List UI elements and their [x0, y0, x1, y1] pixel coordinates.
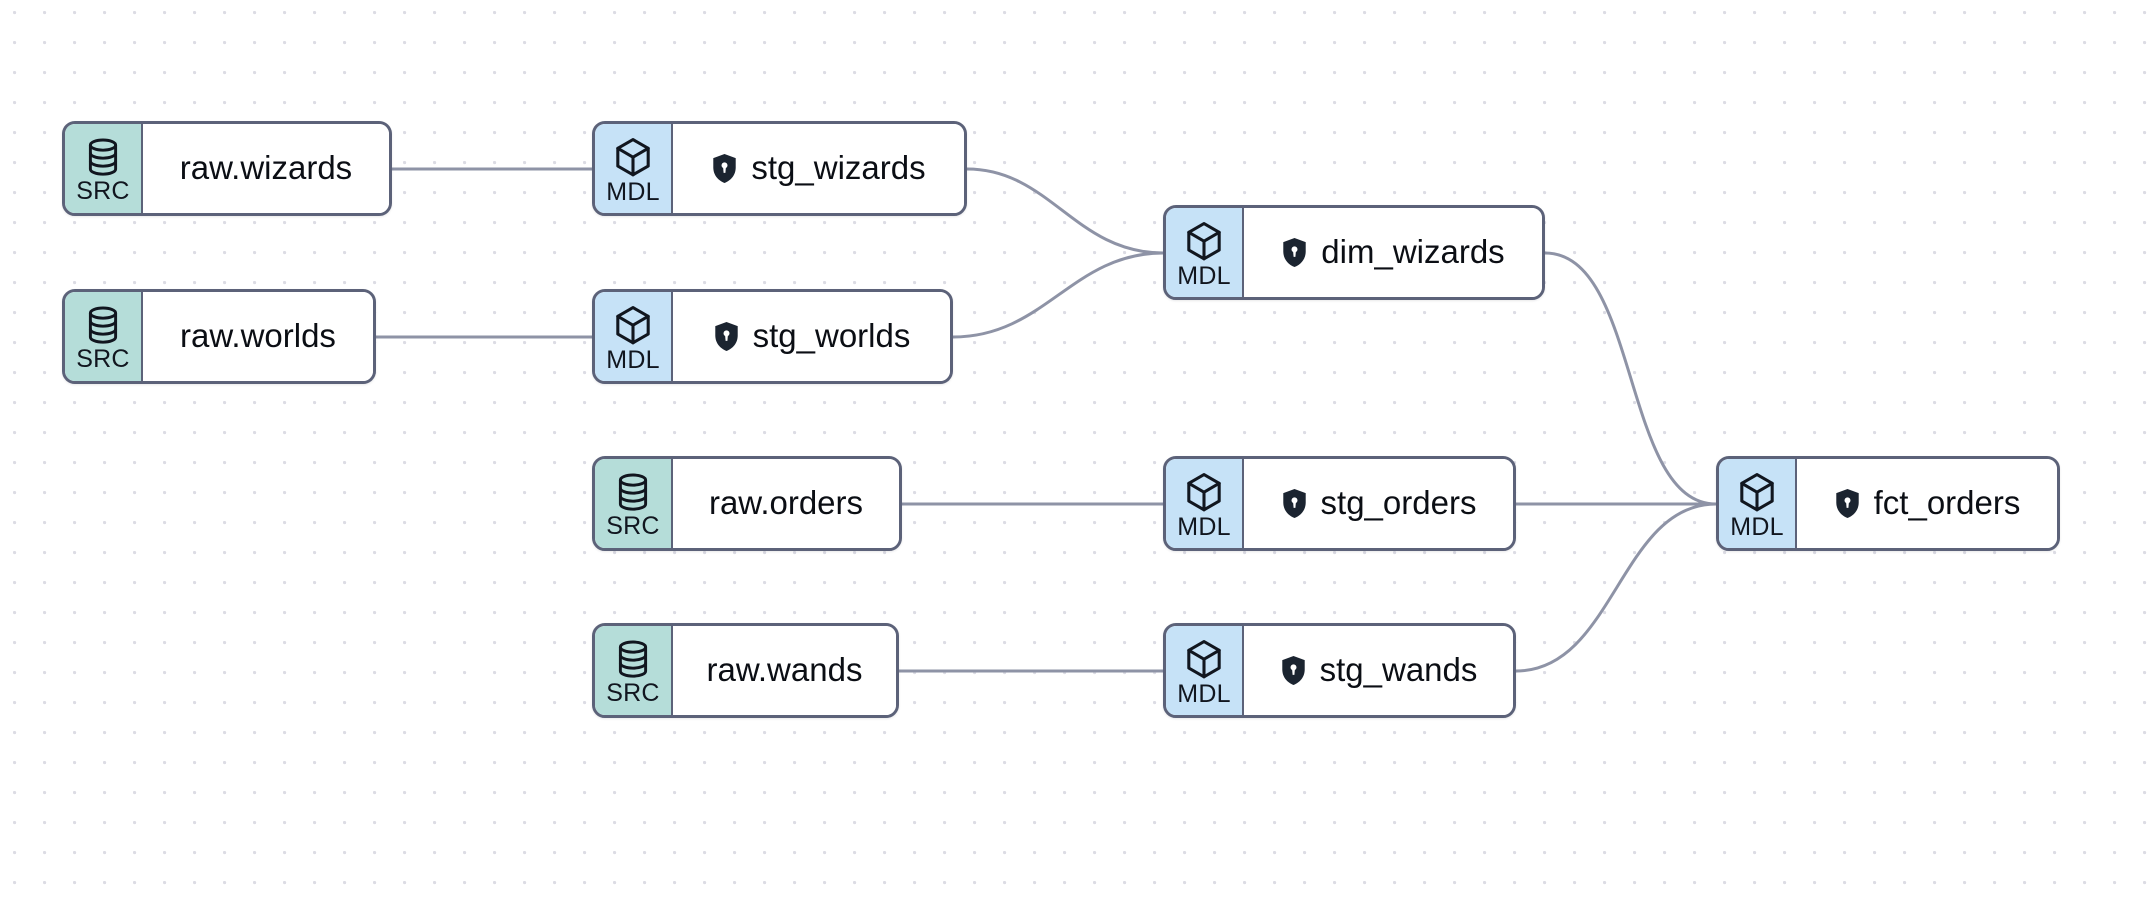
- node-body: raw.wizards: [143, 124, 389, 213]
- node-raw-worlds[interactable]: SRC raw.worlds: [62, 289, 376, 384]
- lineage-edge: [951, 251, 1165, 339]
- lineage-edge: [1514, 502, 1718, 673]
- node-body: fct_orders: [1797, 459, 2057, 548]
- node-body: stg_wizards: [673, 124, 964, 213]
- node-stg-wands[interactable]: MDL stg_wands: [1163, 623, 1516, 718]
- database-cylinder-icon: [84, 306, 122, 346]
- node-type-badge-src: SRC: [595, 459, 673, 548]
- shield-lock-icon: [1281, 488, 1308, 519]
- node-type-label: MDL: [1177, 512, 1231, 541]
- node-stg-orders[interactable]: MDL stg_orders: [1163, 456, 1516, 551]
- database-cylinder-icon: [614, 473, 652, 513]
- node-label: raw.worlds: [180, 317, 336, 355]
- node-body: stg_worlds: [673, 292, 950, 381]
- node-type-badge-src: SRC: [65, 292, 143, 381]
- node-raw-wizards[interactable]: SRC raw.wizards: [62, 121, 392, 216]
- node-type-badge-mdl: MDL: [1166, 459, 1244, 548]
- shield-lock-icon: [1834, 488, 1861, 519]
- node-body: stg_wands: [1244, 626, 1513, 715]
- node-type-label: SRC: [606, 678, 660, 707]
- node-type-label: SRC: [76, 176, 130, 205]
- node-type-badge-mdl: MDL: [1166, 208, 1244, 297]
- shield-lock-icon: [711, 153, 738, 184]
- node-type-badge-mdl: MDL: [595, 292, 673, 381]
- node-type-label: MDL: [1177, 261, 1231, 290]
- node-label: raw.orders: [708, 484, 864, 522]
- cube-icon: [613, 305, 653, 347]
- database-cylinder-icon: [614, 640, 652, 680]
- node-label: stg_worlds: [752, 317, 911, 355]
- node-label: raw.wizards: [179, 149, 353, 187]
- lineage-edge: [965, 167, 1165, 255]
- cube-icon: [1184, 639, 1224, 681]
- node-label: stg_wizards: [751, 149, 926, 187]
- shield-lock-icon: [1280, 655, 1307, 686]
- shield-lock-icon: [713, 321, 740, 352]
- node-body: raw.orders: [673, 459, 899, 548]
- node-body: dim_wizards: [1244, 208, 1542, 297]
- shield-lock-icon: [1281, 237, 1308, 268]
- cube-icon: [1184, 472, 1224, 514]
- node-type-badge-src: SRC: [65, 124, 143, 213]
- node-label: fct_orders: [1873, 484, 2021, 522]
- node-type-label: MDL: [1730, 512, 1784, 541]
- node-type-label: SRC: [606, 511, 660, 540]
- node-type-badge-mdl: MDL: [595, 124, 673, 213]
- node-type-badge-mdl: MDL: [1166, 626, 1244, 715]
- node-type-label: MDL: [1177, 679, 1231, 708]
- node-type-label: MDL: [606, 345, 660, 374]
- node-dim-wizards[interactable]: MDL dim_wizards: [1163, 205, 1545, 300]
- node-stg-worlds[interactable]: MDL stg_worlds: [592, 289, 953, 384]
- node-label: stg_wands: [1319, 651, 1478, 689]
- lineage-edge: [1543, 251, 1718, 506]
- node-stg-wizards[interactable]: MDL stg_wizards: [592, 121, 967, 216]
- node-type-label: SRC: [76, 344, 130, 373]
- node-fct-orders[interactable]: MDL fct_orders: [1716, 456, 2060, 551]
- node-body: raw.worlds: [143, 292, 373, 381]
- node-type-label: MDL: [606, 177, 660, 206]
- cube-icon: [1184, 221, 1224, 263]
- cube-icon: [1737, 472, 1777, 514]
- node-type-badge-src: SRC: [595, 626, 673, 715]
- database-cylinder-icon: [84, 138, 122, 178]
- cube-icon: [613, 137, 653, 179]
- node-body: raw.wands: [673, 626, 896, 715]
- node-label: dim_wizards: [1321, 233, 1505, 271]
- node-raw-wands[interactable]: SRC raw.wands: [592, 623, 899, 718]
- node-label: stg_orders: [1320, 484, 1477, 522]
- node-label: raw.wands: [706, 651, 863, 689]
- node-type-badge-mdl: MDL: [1719, 459, 1797, 548]
- node-raw-orders[interactable]: SRC raw.orders: [592, 456, 902, 551]
- node-body: stg_orders: [1244, 459, 1513, 548]
